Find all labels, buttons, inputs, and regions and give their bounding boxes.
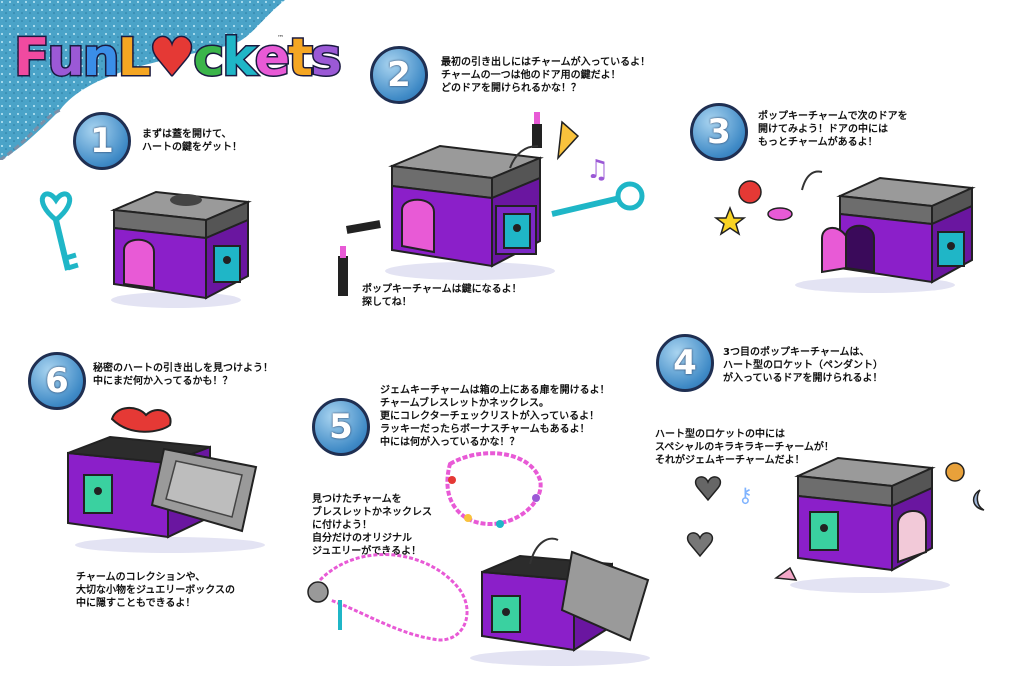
step-4-illustration: ⚷ <box>686 456 985 593</box>
heart-locket-open-icon <box>686 532 714 558</box>
step-6-illustration <box>67 407 265 553</box>
jewelry-box-icon <box>110 190 252 308</box>
jewelry-box-icon <box>790 456 950 593</box>
jewelry-box-open-icon <box>67 435 265 553</box>
heart-key-icon <box>39 191 79 271</box>
collection-note: チャームのコレクションや、 大切な小物をジュエリーボックスの 中に隠すこともでき… <box>76 572 235 609</box>
pizza-charm-icon <box>556 120 580 161</box>
gem-key-charm-icon: ⚷ <box>738 483 753 507</box>
step-3-badge: 3 <box>690 103 748 161</box>
heart-locket-icon <box>694 476 722 502</box>
icecream-charm-icon <box>773 566 798 581</box>
jewelry-box-icon <box>795 176 976 293</box>
glitter-background-corner <box>0 0 285 160</box>
step-4-text: 3つ目のポップキーチャームは、 ハート型のロケット（ペンダント） が入っているド… <box>723 347 883 384</box>
step-1-illustration <box>39 190 252 308</box>
step-5-badge: 5 <box>312 398 370 456</box>
step-3-text: ポップキーチャームで次のドアを 開けてみよう！ドアの中には もっとチャームがある… <box>758 111 908 148</box>
strawberry-charm-icon <box>738 180 762 204</box>
step-5-text: ジェムキーチャームは箱の上にある扉を開けるよ！ チャームブレスレットかネックレス… <box>380 385 610 448</box>
trademark-symbol: ™ <box>277 34 284 42</box>
teal-key-charm-icon <box>551 181 645 217</box>
charm-bracelet-icon <box>445 451 543 528</box>
step-5-illustration <box>307 451 650 666</box>
step-2-badge: 2 <box>370 46 428 104</box>
arrow-icon <box>509 145 539 169</box>
locket-note: ハート型のロケットの中には スペシャルのキラキラキーチャームが！ それがジェムキ… <box>655 429 834 466</box>
music-note-charm-icon: ♫ <box>586 155 609 185</box>
step-6-badge: 6 <box>28 352 86 410</box>
popkey-note: ポップキーチャームは鍵になるよ！ 探してね！ <box>362 284 522 308</box>
step-3-illustration <box>713 170 976 293</box>
step-2-illustration: ♫ <box>338 112 645 296</box>
step-6-text: 秘密のハートの引き出しを見つけよう！ 中にまだ何か入ってるかも！？ <box>93 363 273 387</box>
star-charm-icon <box>713 205 747 236</box>
bracelet-note: 見つけたチャームを ブレスレットかネックレス に付けよう！ 自分だけのオリジナル… <box>312 494 432 557</box>
jewelry-box-open-icon <box>470 537 650 666</box>
step-1-badge: 1 <box>73 112 131 170</box>
arrow-icon <box>801 170 823 191</box>
step-1-text: まずは蓋を開けて、 ハートの鍵をゲット！ <box>142 129 242 153</box>
step-4-badge: 4 <box>656 334 714 392</box>
moon-charm-icon <box>972 489 985 511</box>
lipstick-charm-icon <box>338 112 542 296</box>
lips-charm-icon <box>767 207 793 221</box>
jewelry-box-icon <box>385 144 555 280</box>
step-2-text: 最初の引き出しにはチャームが入っているよ！ チャームの一つは他のドア用の鍵だよ！… <box>441 57 651 94</box>
charm-necklace-icon <box>307 553 469 642</box>
cupcake-charm-icon <box>945 462 965 482</box>
heart-drawer-lid-icon <box>110 407 172 433</box>
